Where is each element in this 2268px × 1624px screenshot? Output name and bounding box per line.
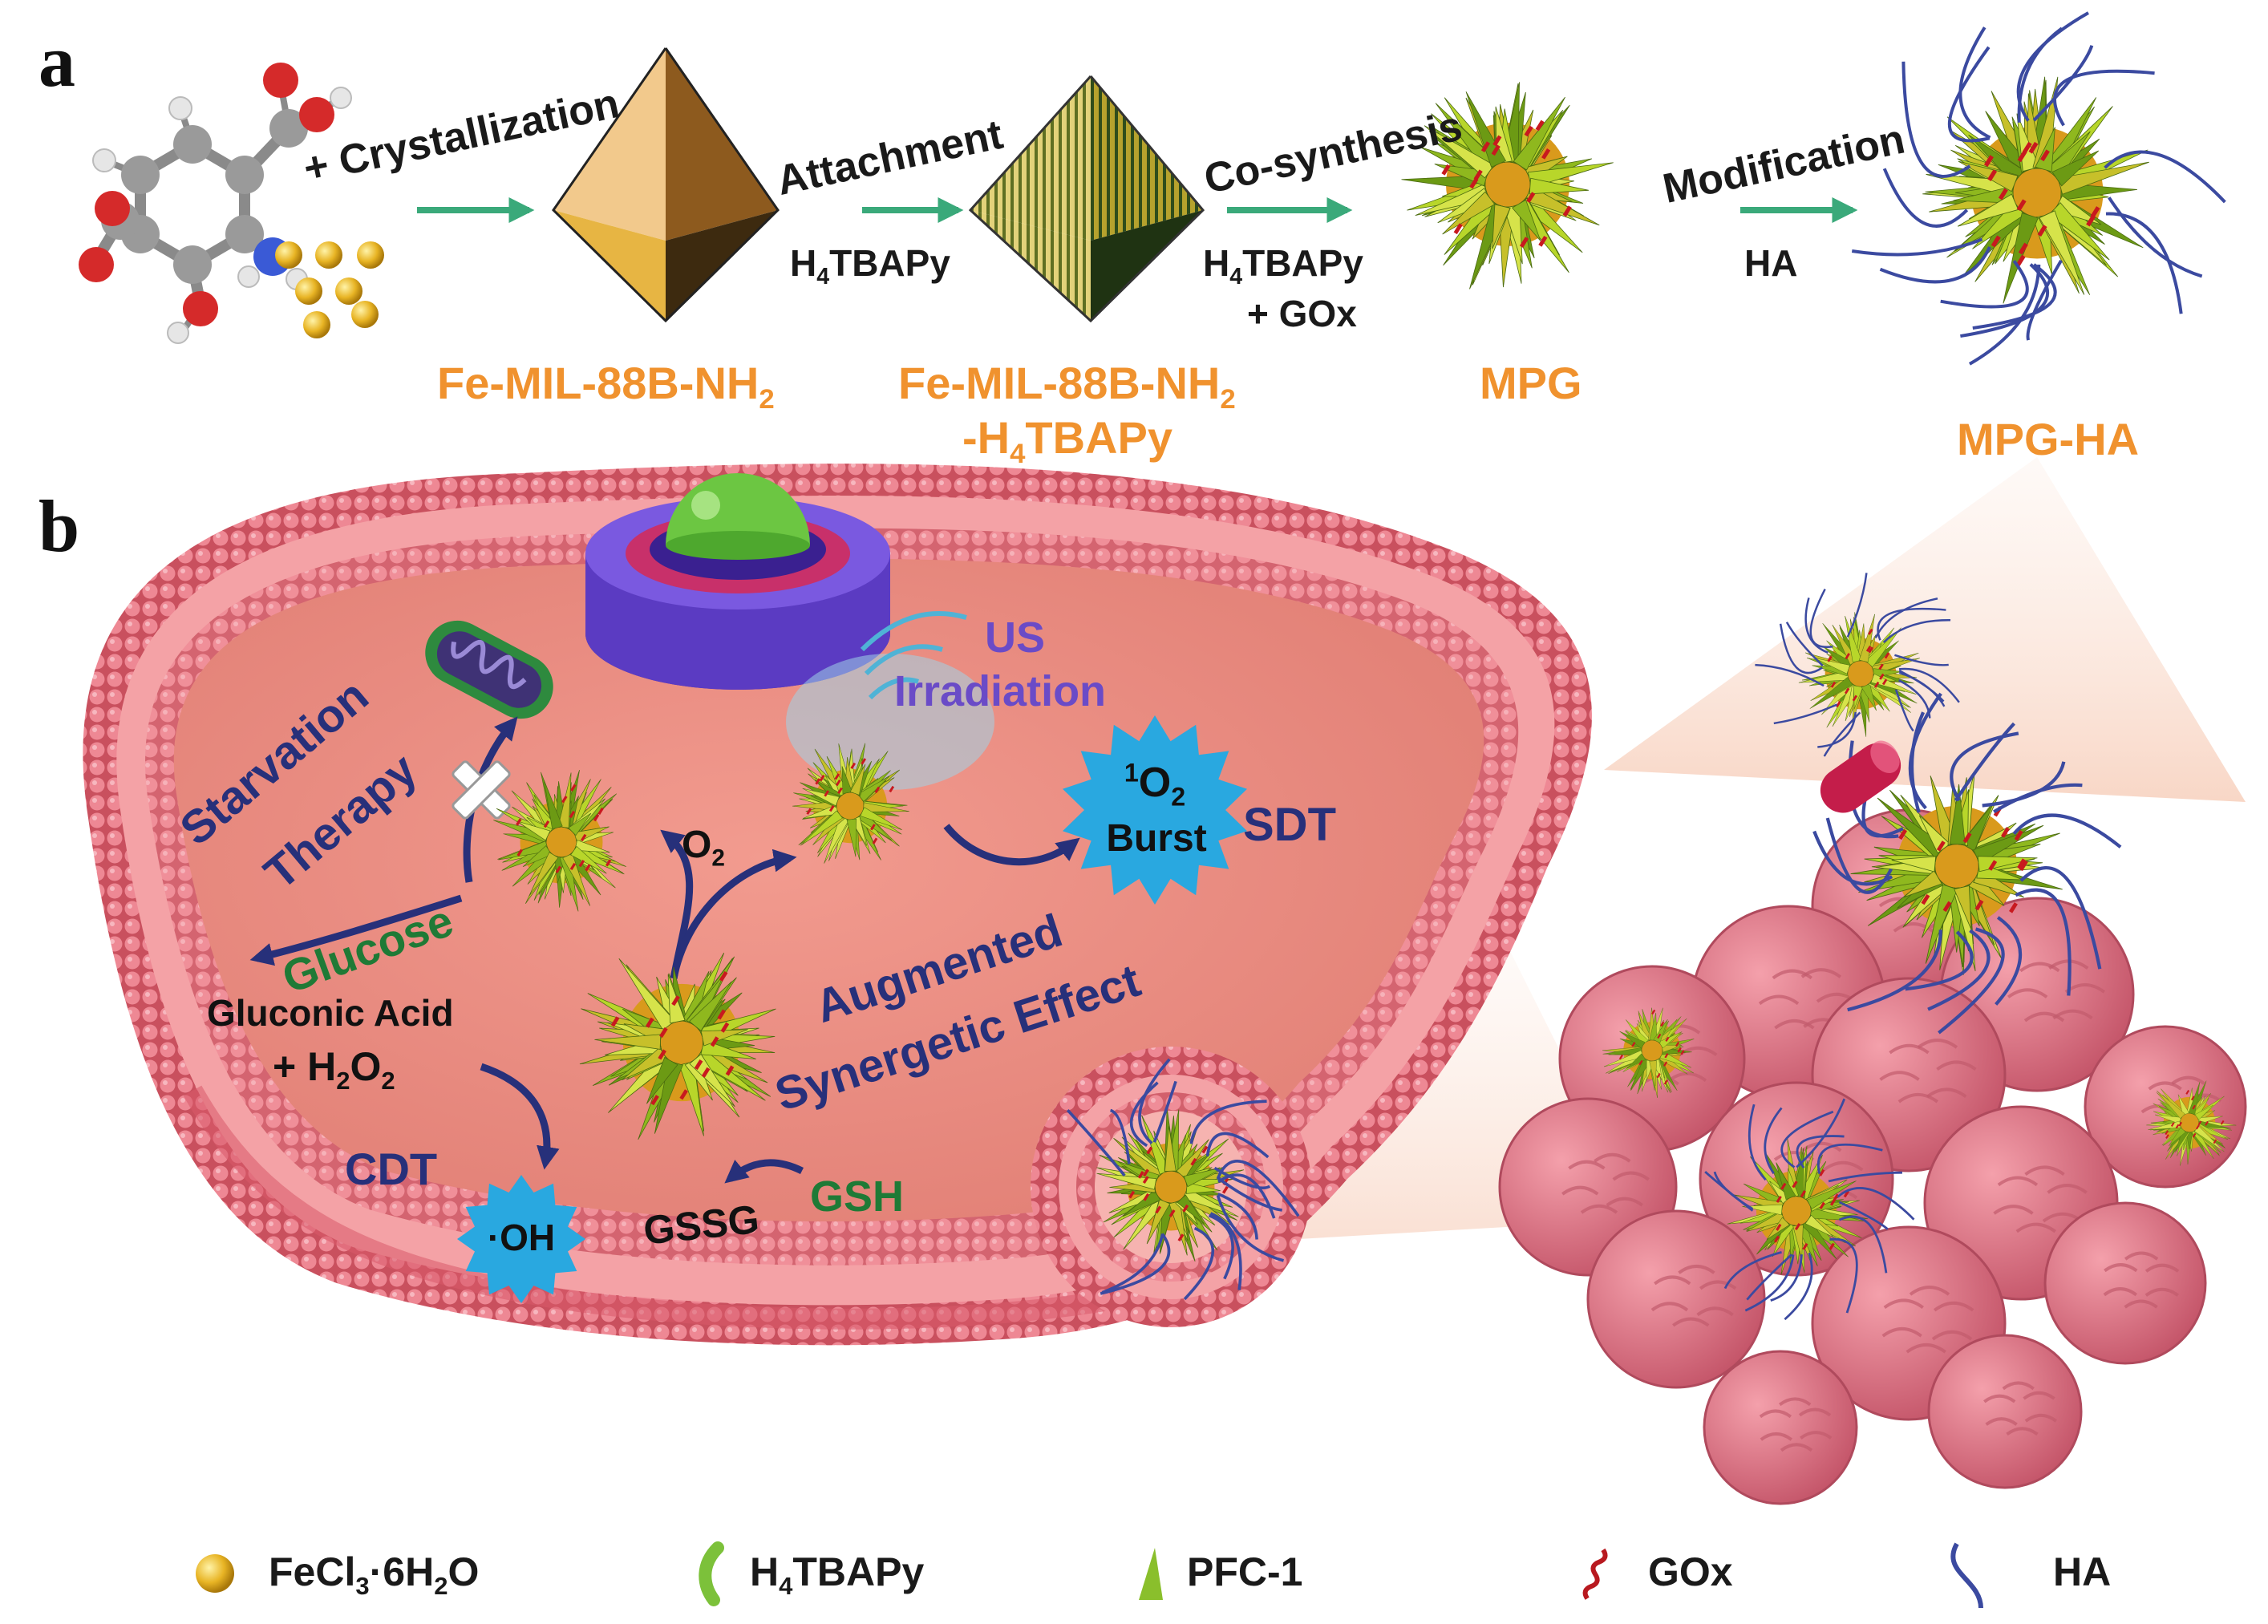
reagent-h4tbapy-2: H4TBAPy [1203, 242, 1363, 290]
singlet-oxygen-burst-icon [1063, 715, 1247, 905]
mpg-ha-particle-icon [1851, 11, 2226, 366]
label-o2: O2 [682, 824, 725, 872]
label-sdt: SDT [1243, 799, 1336, 851]
octahedron-mof-icon [552, 47, 780, 323]
ultrasound-waves-icon [786, 611, 994, 790]
product-label-mpg: MPG [1480, 358, 1582, 408]
legend-ha: HA [2053, 1549, 2112, 1594]
product-label-fe-mil: Fe-MIL-88B-NH2 [437, 358, 775, 415]
panel-label-b: b [38, 485, 80, 567]
legend-fecl3-icon [196, 1554, 234, 1593]
mpg-particle-icon [1401, 82, 1614, 290]
panel-label-a: a [38, 20, 75, 102]
mpg-particle-center [579, 952, 776, 1140]
octahedron-coated-icon [968, 75, 1205, 323]
red-capsule-icon [1820, 740, 1901, 813]
label-singlet-oxygen: 1O2 [1124, 758, 1186, 812]
legend-ha-icon [1950, 1542, 1983, 1609]
legend-fecl3: FeCl3·6H2O [269, 1549, 480, 1600]
label-cdt: CDT [345, 1144, 438, 1194]
molecule-icon [79, 63, 352, 344]
label-gluconic-acid: Gluconic Acid [207, 992, 454, 1034]
legend-pfc1: PFC-1 [1187, 1549, 1303, 1594]
mpg-particle-starvation [493, 769, 627, 912]
hydroxyl-radical-burst-icon [457, 1175, 585, 1303]
legend-h4tbapy: H4TBAPy [750, 1549, 925, 1600]
legend-gox: GOx [1648, 1549, 1733, 1594]
label-irradiation: Irradiation [894, 667, 1107, 715]
label-oh: ·OH [487, 1217, 556, 1258]
reaction-arrows [249, 716, 1080, 1184]
label-us: US [985, 614, 1046, 662]
label-h2o2: + H2O2 [273, 1044, 395, 1095]
reagent-ha: HA [1744, 242, 1798, 284]
mpg-particle-ultrasound [792, 743, 909, 864]
label-gsh: GSH [810, 1172, 905, 1221]
mitochondrion-icon [425, 620, 553, 719]
reagent-h4tbapy-1: H4TBAPy [790, 242, 950, 290]
product-label-fe-mil-coated: Fe-MIL-88B-NH2 [898, 358, 1236, 415]
label-burst: Burst [1106, 817, 1207, 860]
zoom-beam [1604, 457, 2246, 802]
blocked-cross-icon [452, 760, 511, 820]
product-label-coated-line2: -H4TBAPy [962, 412, 1172, 470]
legend-h4tbapy-icon [699, 1541, 724, 1606]
mpg-particle-endocytosis [1066, 1058, 1300, 1301]
legend-icons [196, 1541, 1983, 1609]
fe-salt-balls [275, 241, 384, 338]
tumor-cluster [1498, 573, 2247, 1505]
legend-pfc1-icon [1139, 1548, 1163, 1600]
nucleus-icon [585, 473, 890, 690]
legend-gox-icon [1582, 1548, 1608, 1600]
product-label-mpg-ha: MPG-HA [1957, 414, 2140, 464]
reagent-gox: + GOx [1247, 293, 1357, 334]
